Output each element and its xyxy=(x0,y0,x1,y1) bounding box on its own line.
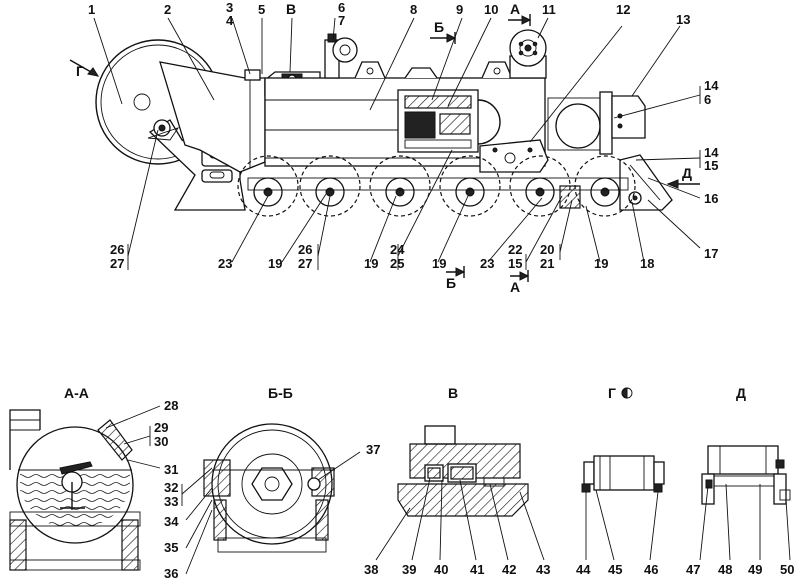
callout-40: 40 xyxy=(434,562,448,577)
callout-23a: 23 xyxy=(218,256,232,271)
callout-4: 4 xyxy=(226,13,234,28)
callout-21: 21 xyxy=(540,256,554,271)
callout-26a: 26 xyxy=(110,242,124,257)
detail-g: Г 44 45 46 xyxy=(576,385,665,577)
callout-10: 10 xyxy=(484,2,498,17)
section-arrow-b-top: Б xyxy=(434,19,444,35)
view-arrow-d: Д xyxy=(682,165,692,181)
detail-d-title: Д xyxy=(736,385,746,401)
callout-6b: 6 xyxy=(704,92,711,107)
callout-25: 25 xyxy=(390,256,404,271)
callout-27a: 27 xyxy=(110,256,124,271)
callout-38: 38 xyxy=(364,562,378,577)
callout-34: 34 xyxy=(164,514,179,529)
callout-11: 11 xyxy=(542,2,556,17)
callout-36: 36 xyxy=(164,566,178,581)
callout-28: 28 xyxy=(164,398,178,413)
section-bb-title: Б-Б xyxy=(268,385,293,401)
callout-24: 24 xyxy=(390,242,405,257)
callout-26b: 26 xyxy=(298,242,312,257)
callout-32: 32 xyxy=(164,480,178,495)
detail-v-title: В xyxy=(448,385,458,401)
callout-1: 1 xyxy=(88,2,95,17)
callout-45: 45 xyxy=(608,562,622,577)
main-view: 1 2 3 4 5 В 6 7 8 9 10 А Б 11 12 13 14 6… xyxy=(69,0,719,295)
callout-14a: 14 xyxy=(704,78,719,93)
callout-49: 49 xyxy=(748,562,762,577)
section-arrow-a-top: А xyxy=(510,1,520,17)
callout-3: 3 xyxy=(226,0,233,15)
section-arrow-b-bottom: Б xyxy=(446,275,456,291)
callout-37: 37 xyxy=(366,442,380,457)
callout-6: 6 xyxy=(338,0,345,15)
callout-15a: 15 xyxy=(704,158,718,173)
callout-31: 31 xyxy=(164,462,178,477)
callout-5: 5 xyxy=(258,2,265,17)
callout-15b: 15 xyxy=(508,256,522,271)
callout-19b: 19 xyxy=(364,256,378,271)
callout-35: 35 xyxy=(164,540,178,555)
section-bb: Б-Б 37 xyxy=(203,385,380,553)
callout-46: 46 xyxy=(644,562,658,577)
mount-plate xyxy=(479,139,549,173)
callout-47: 47 xyxy=(686,562,700,577)
callout-8: 8 xyxy=(410,2,417,17)
callout-39: 39 xyxy=(402,562,416,577)
callout-20: 20 xyxy=(540,242,554,257)
callout-50: 50 xyxy=(780,562,794,577)
section-arrow-a-bottom: А xyxy=(510,279,520,295)
callout-18: 18 xyxy=(640,256,654,271)
callout-17: 17 xyxy=(704,246,718,261)
support-pulley xyxy=(324,33,358,79)
callout-22: 22 xyxy=(508,242,522,257)
leader-lines xyxy=(93,17,701,270)
callout-13: 13 xyxy=(676,12,690,27)
callout-43: 43 xyxy=(536,562,550,577)
callout-29: 29 xyxy=(154,420,168,435)
detail-d: Д 47 48 49 50 xyxy=(686,385,794,577)
callout-42: 42 xyxy=(502,562,516,577)
detail-v: В 38 39 40 41 42 43 xyxy=(364,385,550,577)
callout-2: 2 xyxy=(164,2,171,17)
callout-23b: 23 xyxy=(480,256,494,271)
rear-drum xyxy=(547,91,646,155)
callout-9: 9 xyxy=(456,2,463,17)
section-aa-title: А-А xyxy=(64,385,89,401)
callout-30: 30 xyxy=(154,434,168,449)
detail-g-title: Г xyxy=(608,385,616,401)
callout-19c: 19 xyxy=(432,256,446,271)
section-aa: А-А 28 29 30 31 32 33 34 xyxy=(9,385,213,581)
callout-16: 16 xyxy=(704,191,718,206)
callout-v: В xyxy=(286,1,296,17)
callout-12: 12 xyxy=(616,2,630,17)
callout-41: 41 xyxy=(470,562,484,577)
callout-7: 7 xyxy=(338,13,345,28)
callout-33: 33 xyxy=(164,494,178,509)
callout-48: 48 xyxy=(718,562,732,577)
callout-19a: 19 xyxy=(268,256,282,271)
track-rollers xyxy=(237,155,636,217)
view-arrow-g-label: Г xyxy=(76,63,84,79)
callout-27b: 27 xyxy=(298,256,312,271)
callout-44: 44 xyxy=(576,562,591,577)
callout-19d: 19 xyxy=(594,256,608,271)
carrier-roller xyxy=(509,29,547,79)
inner-gearbox xyxy=(397,89,501,153)
callout-14b: 14 xyxy=(704,145,719,160)
